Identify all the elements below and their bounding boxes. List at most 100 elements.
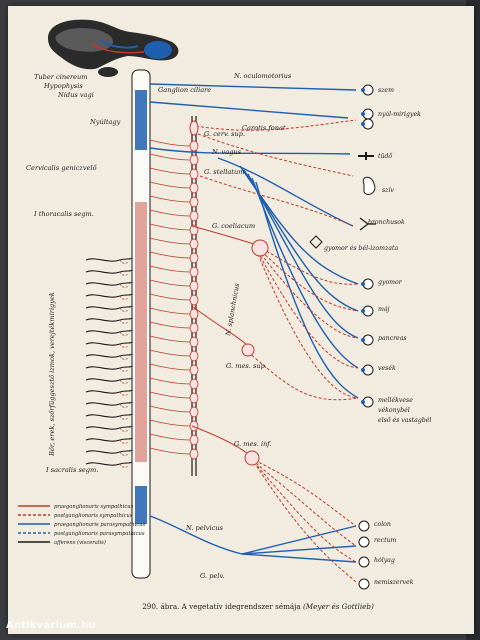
organ-label-sziv: szív — [382, 187, 394, 194]
chain-ganglion — [189, 154, 199, 166]
label-g-cerv-sup: G. cerv. sup. — [204, 130, 245, 138]
skin-nerve-fiber — [85, 329, 133, 334]
organ-label-nemiszervek: nemiszervek — [374, 579, 414, 586]
spinal-cord — [131, 69, 151, 579]
legend: praeganglionaris sympathicus postganglion… — [18, 504, 146, 546]
organ-label-colon: colon — [374, 521, 391, 528]
chain-ganglion — [189, 364, 199, 376]
skin-nerve-fiber — [85, 401, 133, 406]
chain-ganglion — [189, 406, 199, 418]
skin-nerve-fiber — [85, 389, 133, 394]
pelvic-organ-icon — [358, 556, 370, 568]
chain-ganglion — [189, 294, 199, 306]
chain-ganglion — [189, 182, 199, 194]
skin-nerve-fiber — [85, 365, 133, 370]
chain-ganglion — [189, 140, 199, 152]
chain-ganglion — [189, 168, 199, 180]
label-n-oculomotorius: N. oculomotorius — [233, 72, 292, 80]
chain-ganglion — [189, 336, 199, 348]
skin-nerve-fiber — [85, 413, 133, 418]
organ-label-bronchusok: bronchusok — [368, 219, 405, 226]
label-tuber-cinereum: Tuber cinereum — [34, 73, 88, 81]
skin-nerve-fiber — [85, 305, 133, 310]
label-g-mes-inf: G. mes. inf. — [234, 440, 272, 448]
label-nyultagy: Nyúltagy — [89, 118, 121, 126]
organ-label-maj: máj — [378, 306, 390, 313]
organ-label-gyomor-bel: gyomor és bél-izomzata — [324, 245, 398, 252]
pelvic-organ-icon — [358, 578, 370, 590]
skin-nerves — [85, 257, 133, 468]
caption-text: 290. ábra. A vegetatív idegrendszer sémá… — [142, 602, 301, 611]
book-page: Tuber cinereum Hypophysis Nidus vagi Nyú… — [8, 6, 474, 634]
label-cervicalis: Cervicalis geniczvelő — [26, 163, 98, 172]
organ-label-gyomor: gyomor — [378, 279, 403, 286]
chain-ganglion — [189, 196, 199, 208]
parasympathetic-lines — [149, 83, 359, 563]
label-g-stellatum: G. stellatum — [204, 168, 244, 176]
chain-ganglion — [189, 434, 199, 446]
chain-ganglion — [189, 322, 199, 334]
skin-nerve-fiber — [85, 461, 133, 466]
chain-ganglion — [189, 308, 199, 320]
organ-icons — [309, 84, 376, 590]
skin-nerve-fiber — [85, 317, 133, 322]
skin-nerve-fiber — [85, 377, 133, 382]
legend-entry: afferens (visceralis) — [54, 539, 106, 546]
skin-nerve-fiber — [85, 437, 133, 442]
chain-ganglion — [189, 392, 199, 404]
skin-nerve-fiber — [85, 353, 133, 358]
caption-cite: (Meyer és Gottlieb) — [303, 602, 374, 611]
skin-nerve-fiber — [85, 341, 133, 346]
legend-entry: postganglionaris parasympathicus — [54, 531, 145, 537]
organ-label-szem: szem — [378, 87, 394, 94]
pelvic-organ-icon — [358, 520, 370, 532]
chain-ganglion — [189, 238, 199, 250]
chain-ganglion — [189, 252, 199, 264]
organ-label-nyalmirigyek: nyál-mirigyek — [378, 111, 421, 118]
label-ganglion-ciliare: Ganglion ciliare — [158, 86, 211, 94]
figure-caption: 290. ábra. A vegetatív idegrendszer sémá… — [78, 602, 438, 611]
skin-nerve-fiber — [85, 257, 133, 262]
legend-entry: praeganglionaris sympathicus — [54, 504, 134, 510]
skin-nerve-fiber — [85, 269, 133, 274]
label-skin-side: Bőr, erek, szőrfüggesztő izmok, verejték… — [47, 292, 56, 457]
label-hypophysis: Hypophysis — [43, 82, 83, 90]
label-n-splanchnicus: N. splanchnicus — [224, 282, 241, 337]
label-sacralis: I sacralis segm. — [45, 466, 98, 474]
skin-nerve-fiber — [85, 293, 133, 298]
label-g-mes-sup: G. mes. sup. — [226, 362, 267, 370]
skin-nerve-fiber — [85, 449, 133, 454]
chain-ganglion — [189, 350, 199, 362]
sympathetic-chain — [149, 116, 199, 476]
watermark: Antikvárium.hu — [6, 620, 96, 631]
chain-ganglion — [189, 210, 199, 222]
chain-ganglion — [189, 266, 199, 278]
organ-label-vekonybel: vékonybél — [378, 407, 410, 414]
label-g-pelv: G. pelv. — [200, 572, 225, 580]
ganglia — [189, 120, 269, 466]
chain-ganglion — [189, 280, 199, 292]
label-n-vagus: N. vagus — [211, 148, 242, 156]
label-thoracalis: I thoracalis segm. — [33, 210, 94, 218]
organ-label-tudo: tüdő — [378, 153, 392, 160]
label-n-pelvicus: N. pelvicus — [185, 524, 224, 532]
label-g-coeliacum: G. coeliacum — [212, 222, 255, 230]
legend-entry: postganglionaris sympathicus — [54, 513, 133, 519]
organ-label-vesek: vesék — [378, 365, 396, 372]
pelvic-organ-icon — [358, 536, 370, 548]
label-nidus-vagi: Nidus vagi — [57, 91, 94, 99]
organ-label-rectum: rectum — [374, 537, 397, 544]
sympathetic-lines — [191, 119, 359, 583]
skin-nerve-fiber — [85, 425, 133, 430]
chain-ganglion — [189, 420, 199, 432]
organ-label-pancreas: pancreas — [378, 335, 407, 342]
legend-entry: praeganglionaris parasympathicus — [54, 522, 146, 528]
chain-ganglion — [189, 448, 199, 460]
organ-label-vastagbel: első és vastagbél — [378, 417, 431, 424]
vegetative-nervous-system-diagram: Tuber cinereum Hypophysis Nidus vagi Nyú… — [18, 19, 431, 590]
brain-section — [48, 19, 179, 77]
chain-ganglion — [189, 378, 199, 390]
organ-label-mellekvese: mellékvese — [378, 397, 413, 404]
label-carotis-fonat: Carotis fonat — [242, 124, 286, 132]
organ-label-holyag: hólyag — [374, 557, 395, 564]
